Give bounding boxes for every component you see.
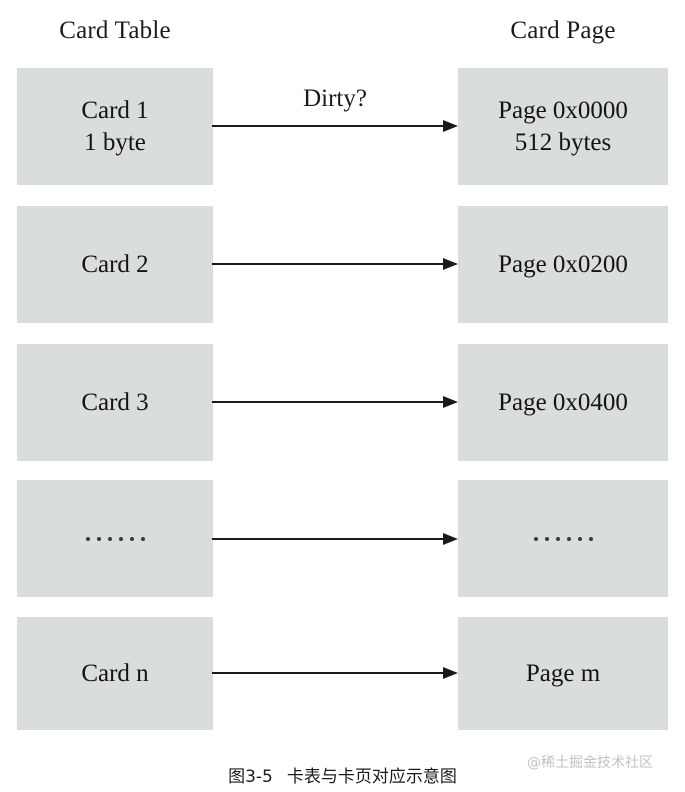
figure-caption-text: 卡表与卡页对应示意图 <box>286 767 457 787</box>
arrow-head-2 <box>443 258 458 270</box>
mapping-arrow-4 <box>212 533 458 545</box>
page-box-2-line1: Page 0x0200 <box>498 251 628 278</box>
card-page-box-ellipsis <box>458 480 668 597</box>
mapping-arrow-1 <box>212 120 458 132</box>
arrow-head-3 <box>443 396 458 408</box>
arrow-shaft-2 <box>212 263 443 265</box>
card-table-box-ellipsis <box>17 480 213 597</box>
card-box-3-line1: Card 3 <box>81 389 149 416</box>
card-table-box-2: Card 2 <box>17 206 213 323</box>
arrow-head-1 <box>443 120 458 132</box>
page-box-m-line1: Page m <box>525 660 601 687</box>
mapping-arrow-5 <box>212 667 458 679</box>
card-box-2-line1: Card 2 <box>81 251 149 278</box>
watermark-label: @稀土掘金技术社区 <box>527 755 653 771</box>
arrow-head-5 <box>443 667 458 679</box>
card-table-box-n: Card n <box>17 617 213 730</box>
page-box-1-line2: 512 bytes <box>514 129 612 156</box>
mapping-arrow-3 <box>212 396 458 408</box>
page-box-3-line1: Page 0x0400 <box>498 389 628 416</box>
arrow-shaft-1 <box>212 125 443 127</box>
figure-caption: 图3-5 卡表与卡页对应示意图 <box>0 762 685 787</box>
card-table-box-1: Card 1 1 byte <box>17 68 213 185</box>
arrow-label-dirty: Dirty? <box>303 85 367 112</box>
card-box-1-line2: 1 byte <box>84 129 146 156</box>
card-box-n-line1: Card n <box>81 660 149 687</box>
card-page-box-2: Page 0x0200 <box>458 206 668 323</box>
card-page-box-3: Page 0x0400 <box>458 344 668 461</box>
mapping-arrow-2 <box>212 258 458 270</box>
arrow-head-4 <box>443 533 458 545</box>
column-header-card-table: Card Table <box>59 17 171 44</box>
card-page-box-m: Page m <box>458 617 668 730</box>
arrow-shaft-4 <box>212 538 443 540</box>
column-header-card-page: Card Page <box>510 17 616 44</box>
page-ellipsis-dots <box>533 536 593 541</box>
card-box-1-line1: Card 1 <box>81 97 149 124</box>
arrow-shaft-5 <box>212 672 443 674</box>
card-ellipsis-dots <box>85 536 145 541</box>
card-table-box-3: Card 3 <box>17 344 213 461</box>
arrow-shaft-3 <box>212 401 443 403</box>
card-page-box-1: Page 0x0000 512 bytes <box>458 68 668 185</box>
page-box-1-line1: Page 0x0000 <box>498 97 628 124</box>
figure-caption-number: 图3-5 <box>228 767 273 787</box>
